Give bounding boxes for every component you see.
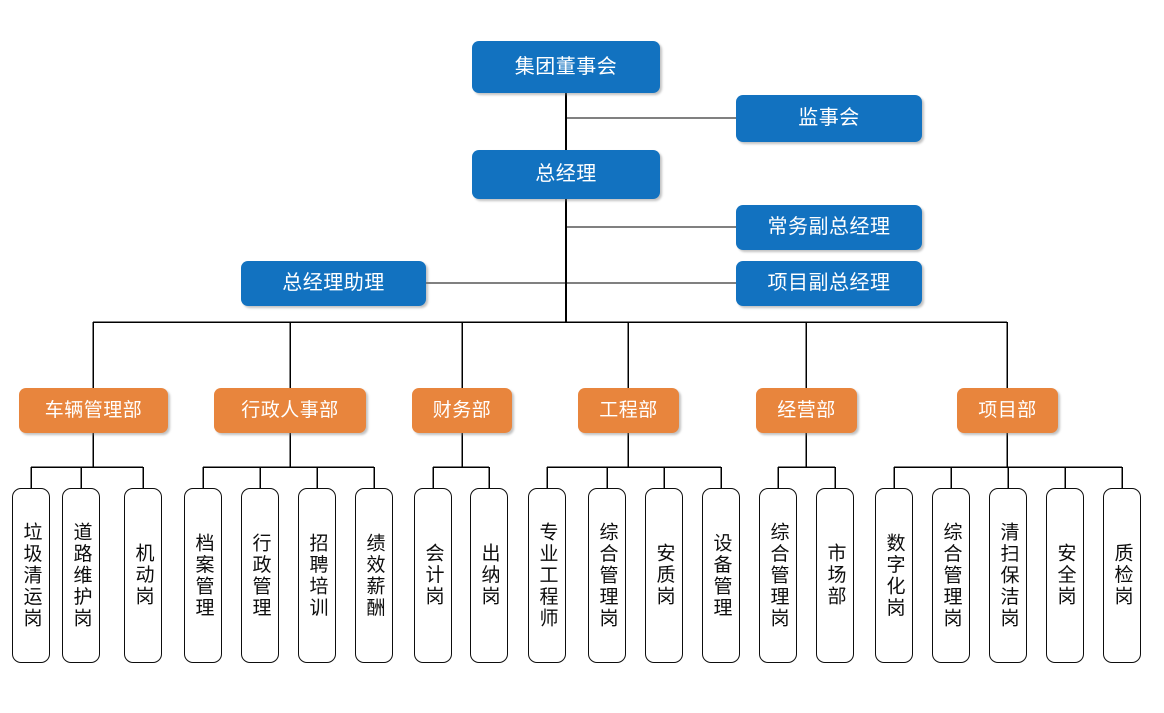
node-position-cleaning[interactable]: 清扫保洁岗 [989, 488, 1027, 663]
node-position-market-department-label: 市场部 [824, 543, 846, 608]
node-board[interactable]: 集团董事会 [472, 41, 660, 93]
node-position-professional-engineer[interactable]: 专业工程师 [528, 488, 566, 663]
node-position-cashier[interactable]: 出纳岗 [470, 488, 508, 663]
node-position-equipment-management-label: 设备管理 [710, 532, 732, 619]
node-project-deputy-gm[interactable]: 项目副总经理 [736, 261, 922, 306]
node-position-digitalization[interactable]: 数字化岗 [875, 488, 913, 663]
node-position-market-department[interactable]: 市场部 [816, 488, 854, 663]
node-dept-operation-label: 经营部 [777, 399, 836, 421]
node-dept-finance-label: 财务部 [432, 399, 492, 421]
node-position-recruit-train-label: 招聘培训 [306, 532, 328, 619]
node-position-safety-label: 安全岗 [1054, 543, 1076, 608]
node-position-recruit-train[interactable]: 招聘培训 [298, 488, 336, 663]
node-supervisory-board-label: 监事会 [798, 107, 860, 130]
node-position-archive-manage-label: 档案管理 [192, 532, 214, 619]
node-position-cleaning-label: 清扫保洁岗 [997, 521, 1019, 630]
node-general-manager-label: 总经理 [535, 163, 597, 186]
node-board-label: 集团董事会 [514, 55, 618, 78]
node-dept-engineering[interactable]: 工程部 [578, 388, 679, 433]
node-position-quality-inspection-label: 质检岗 [1111, 543, 1133, 608]
node-dept-engineering-label: 工程部 [599, 399, 658, 421]
node-position-engineering-general-management-label: 综合管理岗 [596, 521, 618, 630]
node-dept-operation[interactable]: 经营部 [756, 388, 857, 433]
node-position-accounting-label: 会计岗 [422, 543, 444, 608]
node-project-deputy-gm-label: 项目副总经理 [767, 272, 891, 295]
node-position-performance-salary[interactable]: 绩效薪酬 [355, 488, 393, 663]
node-position-operation-general-management[interactable]: 综合管理岗 [759, 488, 797, 663]
node-position-operation-general-management-label: 综合管理岗 [767, 521, 789, 630]
node-position-project-general-management-label: 综合管理岗 [940, 521, 962, 630]
node-position-road-maintain[interactable]: 道路维护岗 [62, 488, 100, 663]
node-position-waste-transport-label: 垃圾清运岗 [20, 521, 42, 630]
node-dept-admin-hr[interactable]: 行政人事部 [214, 388, 366, 433]
node-position-archive-manage[interactable]: 档案管理 [184, 488, 222, 663]
node-position-performance-salary-label: 绩效薪酬 [363, 532, 385, 619]
node-executive-deputy-gm[interactable]: 常务副总经理 [736, 205, 922, 250]
node-position-mobile-post-label: 机动岗 [132, 543, 154, 608]
node-position-road-maintain-label: 道路维护岗 [70, 521, 92, 630]
node-position-professional-engineer-label: 专业工程师 [536, 521, 558, 630]
node-position-digitalization-label: 数字化岗 [883, 532, 905, 619]
node-position-engineering-general-management[interactable]: 综合管理岗 [588, 488, 626, 663]
node-position-waste-transport[interactable]: 垃圾清运岗 [12, 488, 50, 663]
node-dept-project[interactable]: 项目部 [957, 388, 1058, 433]
node-position-safety-quality[interactable]: 安质岗 [645, 488, 683, 663]
node-position-quality-inspection[interactable]: 质检岗 [1103, 488, 1141, 663]
node-position-equipment-management[interactable]: 设备管理 [702, 488, 740, 663]
node-position-safety[interactable]: 安全岗 [1046, 488, 1084, 663]
node-dept-project-label: 项目部 [978, 399, 1037, 421]
node-position-mobile-post[interactable]: 机动岗 [124, 488, 162, 663]
node-position-cashier-label: 出纳岗 [478, 543, 500, 608]
node-position-admin-manage[interactable]: 行政管理 [241, 488, 279, 663]
node-dept-finance[interactable]: 财务部 [412, 388, 512, 433]
node-gm-assistant-label: 总经理助理 [282, 272, 385, 295]
node-supervisory-board[interactable]: 监事会 [736, 95, 922, 142]
node-gm-assistant[interactable]: 总经理助理 [241, 261, 426, 306]
node-dept-admin-hr-label: 行政人事部 [241, 399, 339, 421]
node-dept-vehicle-management-label: 车辆管理部 [44, 399, 143, 421]
node-position-safety-quality-label: 安质岗 [653, 543, 675, 608]
node-position-project-general-management[interactable]: 综合管理岗 [932, 488, 970, 663]
node-position-admin-manage-label: 行政管理 [249, 532, 271, 619]
node-executive-deputy-gm-label: 常务副总经理 [767, 216, 891, 239]
node-general-manager[interactable]: 总经理 [472, 150, 660, 199]
node-dept-vehicle-management[interactable]: 车辆管理部 [19, 388, 168, 433]
node-position-accounting[interactable]: 会计岗 [414, 488, 452, 663]
